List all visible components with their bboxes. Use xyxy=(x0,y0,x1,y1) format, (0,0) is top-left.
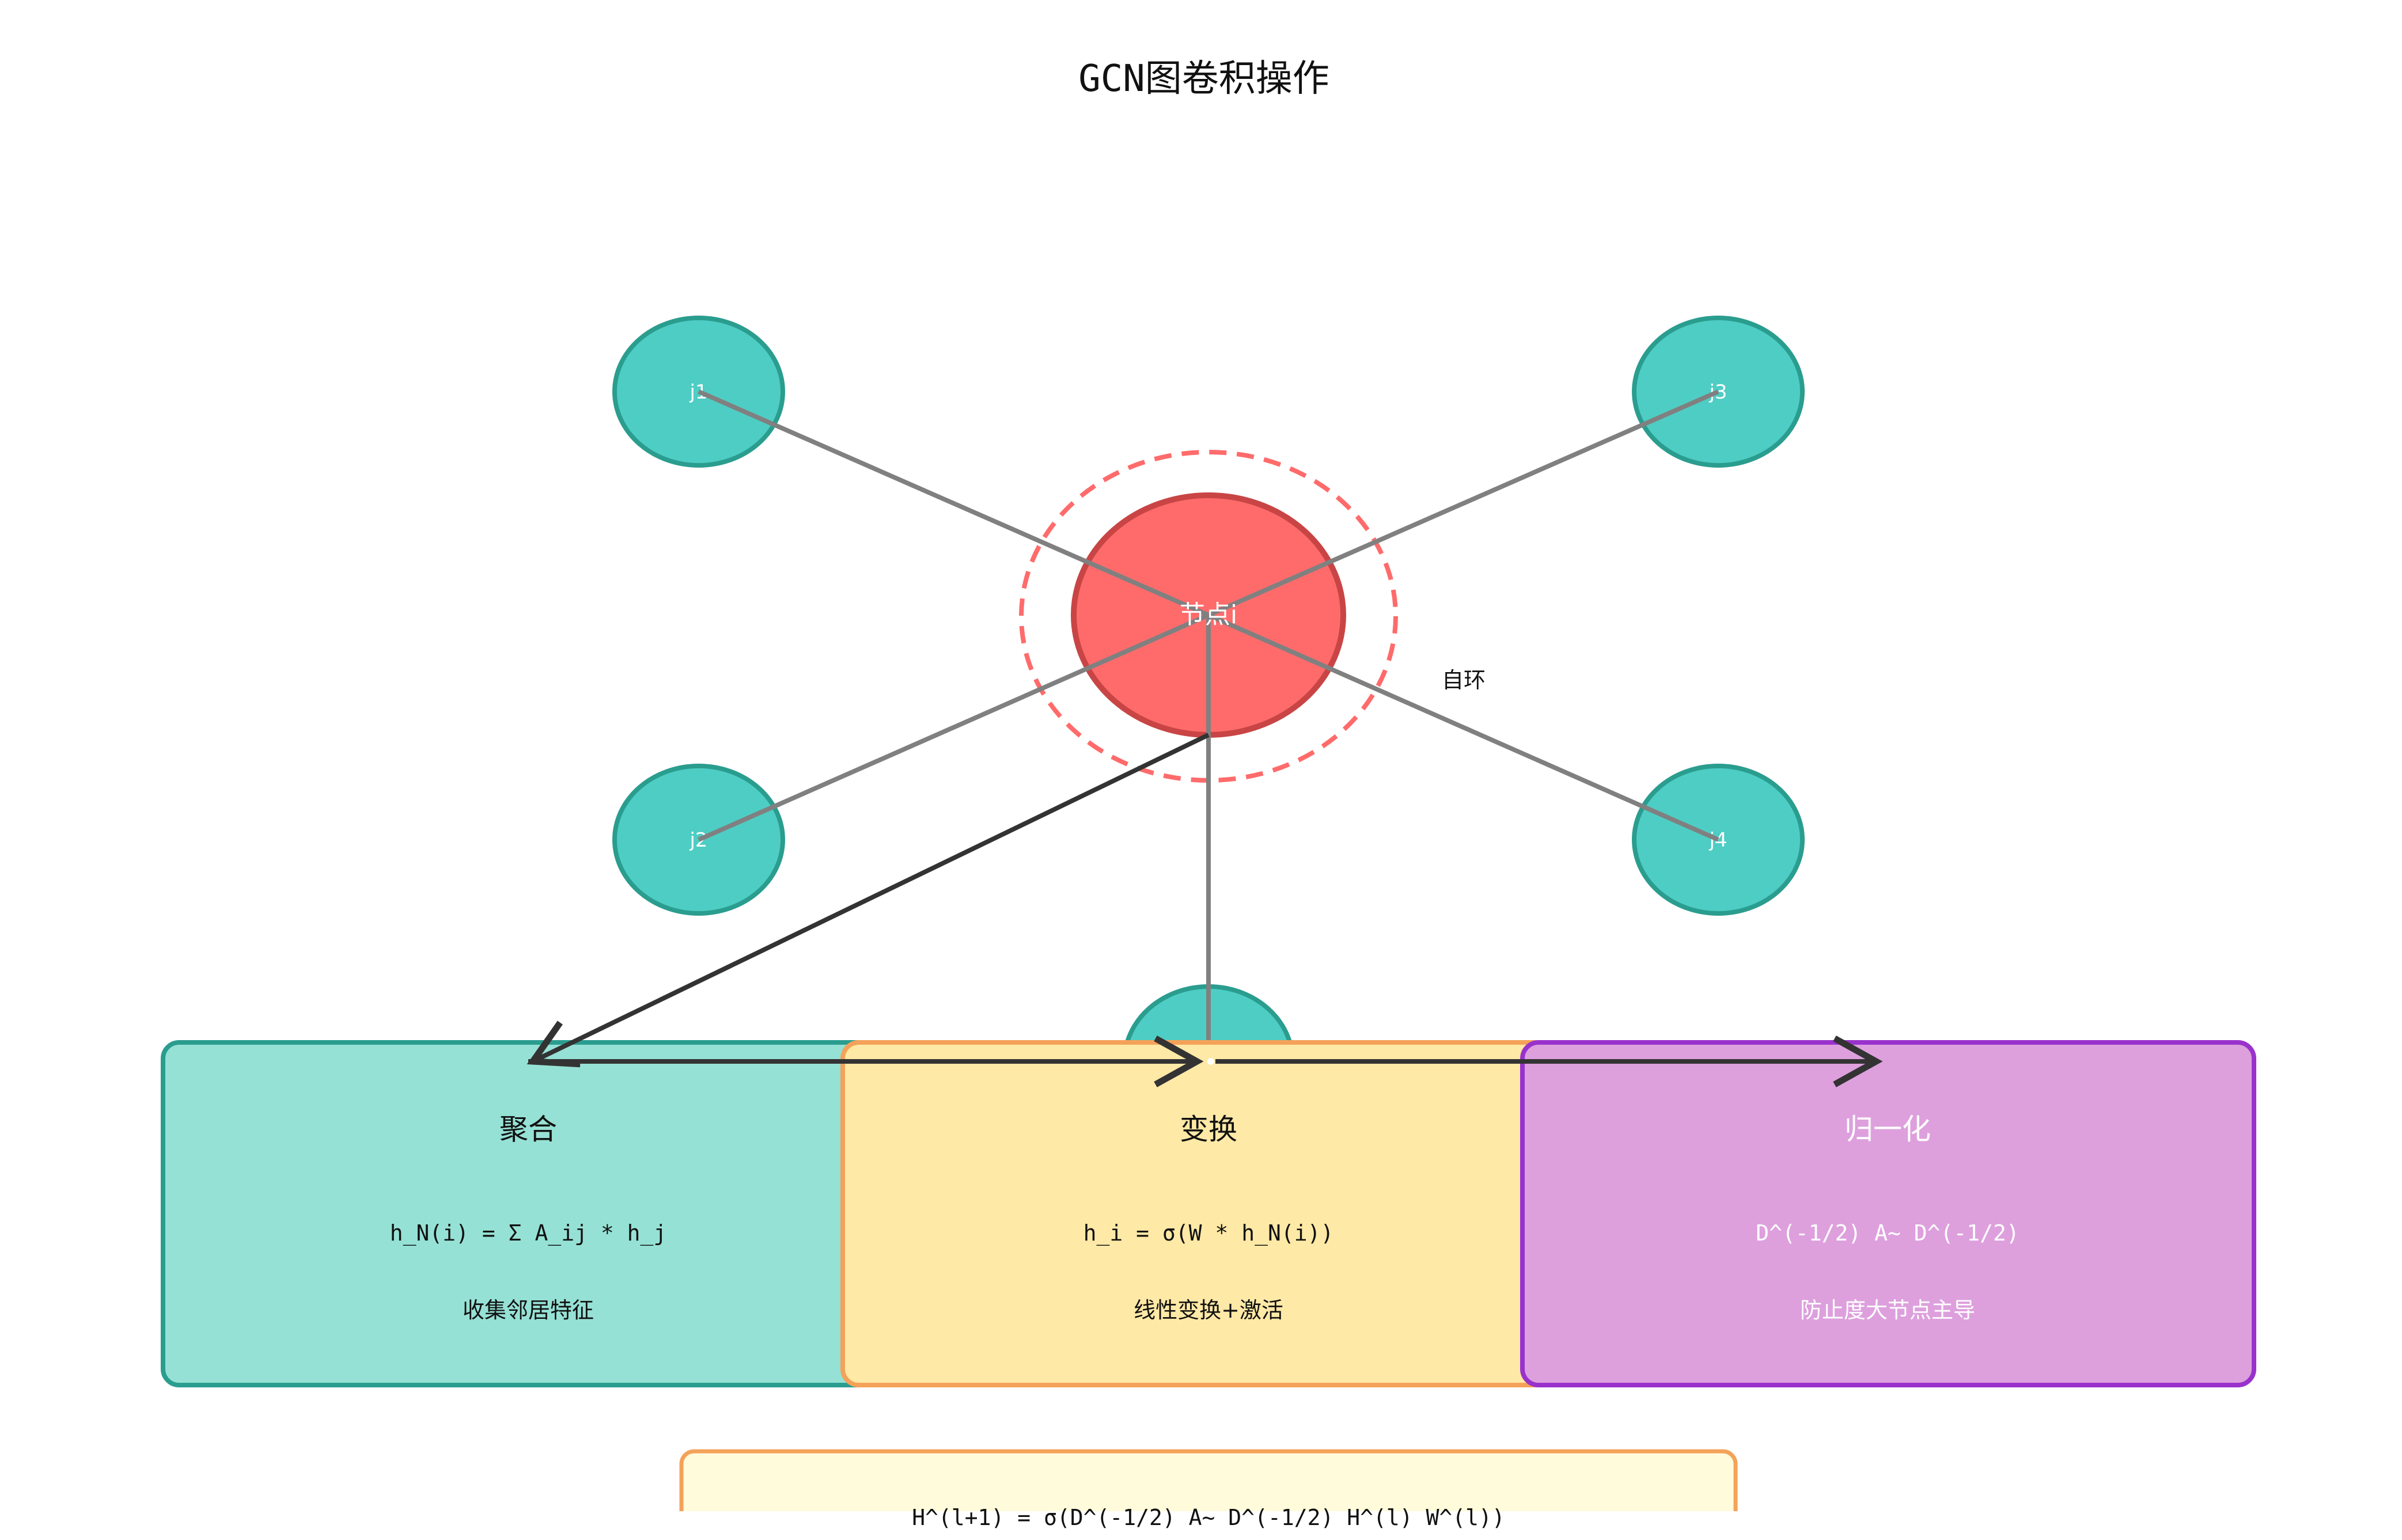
edge-j3 xyxy=(1207,389,1719,617)
self-loop-ring xyxy=(1019,450,1398,783)
flow-junction-dot xyxy=(1207,1058,1214,1065)
step-formula-transform: h_i = σ(W * h_N(i)) xyxy=(1083,1220,1334,1246)
center-node-label: 节点i xyxy=(1180,600,1237,629)
step-desc-normalize: 防止度大节点主导 xyxy=(1800,1298,1975,1323)
step-title-normalize: 归一化 xyxy=(1844,1113,1931,1146)
edges xyxy=(698,389,1719,1061)
page-title: GCN图卷积操作 xyxy=(1078,58,1329,100)
overall-formula-visible: H^(l+1) = σ(D^(-1/2) A~ D^(-1/2) H^(l) W… xyxy=(912,1505,1505,1530)
step-desc-transform: 线性变换+激活 xyxy=(1134,1298,1283,1323)
step-formula-aggregate: h_N(i) = Σ A_ij * h_j xyxy=(390,1220,666,1246)
step-box-aggregate xyxy=(161,1040,903,1387)
neighbor-label-j2: j2 xyxy=(689,829,707,852)
step-title-aggregate: 聚合 xyxy=(499,1113,557,1146)
step-box-normalize xyxy=(1520,1040,2256,1387)
arrow-center-to-aggregate xyxy=(526,733,1210,1068)
bottom-crop xyxy=(0,1511,2402,1540)
edge-j2 xyxy=(698,613,1210,842)
self-loop-label: 自环 xyxy=(1442,667,1486,693)
step-desc-aggregate: 收集邻居特征 xyxy=(463,1298,594,1323)
flow-arrows xyxy=(526,733,1883,1087)
step-title-transform: 变换 xyxy=(1180,1113,1237,1146)
edge-j4 xyxy=(1207,613,1719,842)
step-formula-normalize: D^(-1/2) A~ D^(-1/2) xyxy=(1756,1220,2020,1246)
step-box-transform xyxy=(840,1040,1582,1387)
edge-j1 xyxy=(698,389,1210,617)
